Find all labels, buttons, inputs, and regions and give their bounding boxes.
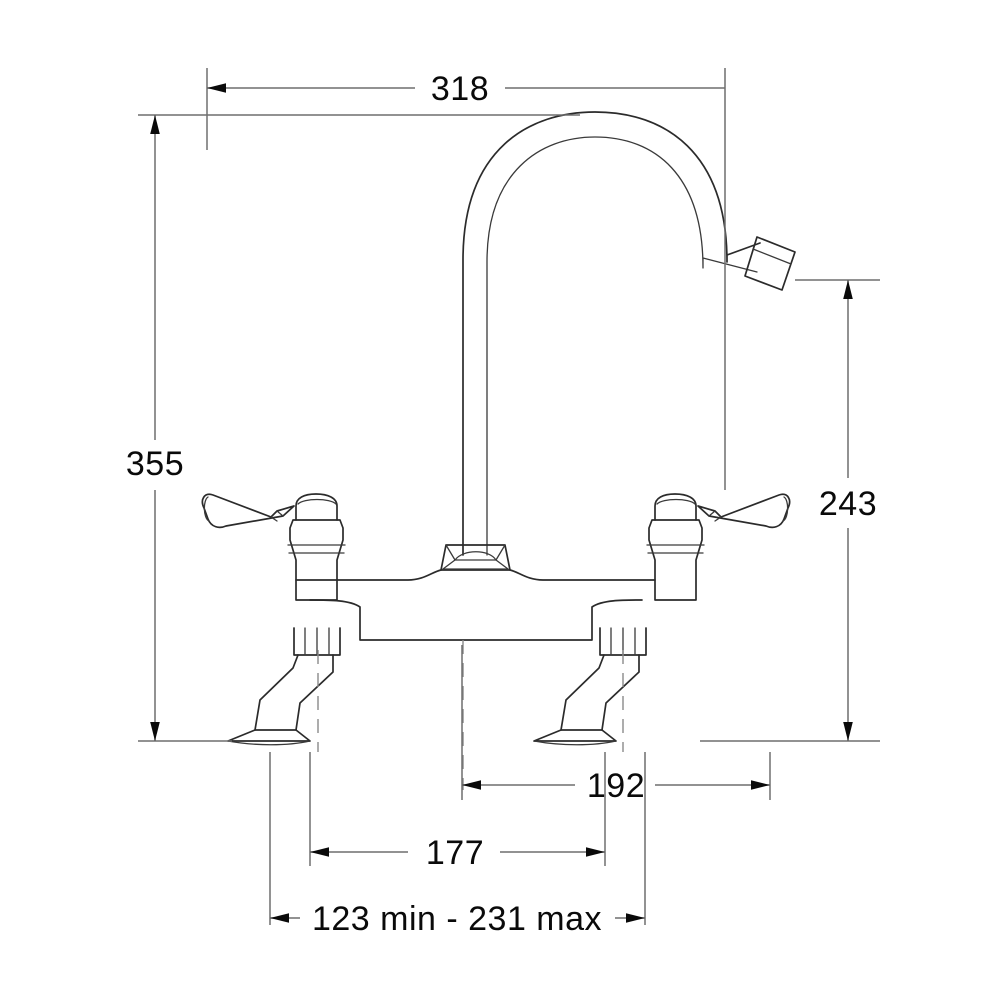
bridge-body-top xyxy=(295,569,656,581)
dimension-177: 177 xyxy=(310,834,605,872)
dimension-192: 192 xyxy=(462,767,770,805)
dim-177-label: 177 xyxy=(426,834,484,872)
extension-lines xyxy=(138,68,880,925)
right-lever-neck xyxy=(708,510,722,522)
spout-collar-facet-center xyxy=(454,551,497,561)
bridge-body-bottom xyxy=(309,599,643,641)
right-lever-end-cap xyxy=(782,496,789,522)
left-lever-neck xyxy=(270,510,284,522)
left-base-foot-edge xyxy=(227,740,311,746)
right-base-foot-edge xyxy=(533,740,617,746)
right-offset-leg xyxy=(560,654,640,731)
dimension-318: 318 xyxy=(207,70,725,108)
spout-aerator-collar xyxy=(752,248,792,265)
spout-base-collar xyxy=(440,544,511,571)
left-lever-end-cap xyxy=(203,496,210,522)
right-lever-handle xyxy=(697,493,791,529)
left-offset-leg xyxy=(254,654,334,731)
left-valve-body xyxy=(289,519,344,601)
dim-192-label: 192 xyxy=(587,767,645,805)
dim-355-label: 355 xyxy=(126,445,184,483)
left-valve-bonnet xyxy=(295,493,338,521)
spout-aerator-outlet xyxy=(744,236,796,291)
left-valve-bonnet-cap xyxy=(297,498,337,505)
dim-243-label: 243 xyxy=(819,485,877,523)
right-valve-body xyxy=(648,519,703,601)
right-base-foot xyxy=(533,729,617,742)
dimension-243: 243 xyxy=(819,280,877,741)
centre-lines xyxy=(317,640,624,790)
dimension-adjustable-centres: 123 min - 231 max xyxy=(270,900,645,938)
left-lever-handle xyxy=(201,493,295,529)
right-valve-bonnet-cap xyxy=(656,498,696,505)
dimension-355: 355 xyxy=(126,115,184,741)
right-valve-bonnet xyxy=(654,493,697,521)
dim-318-label: 318 xyxy=(431,70,489,108)
left-base-foot xyxy=(227,729,311,742)
spout-outer-curve xyxy=(462,111,761,556)
spout-inner-curve xyxy=(486,136,758,556)
dim-range-label: 123 min - 231 max xyxy=(312,900,602,938)
faucet-product-outline xyxy=(201,111,796,746)
